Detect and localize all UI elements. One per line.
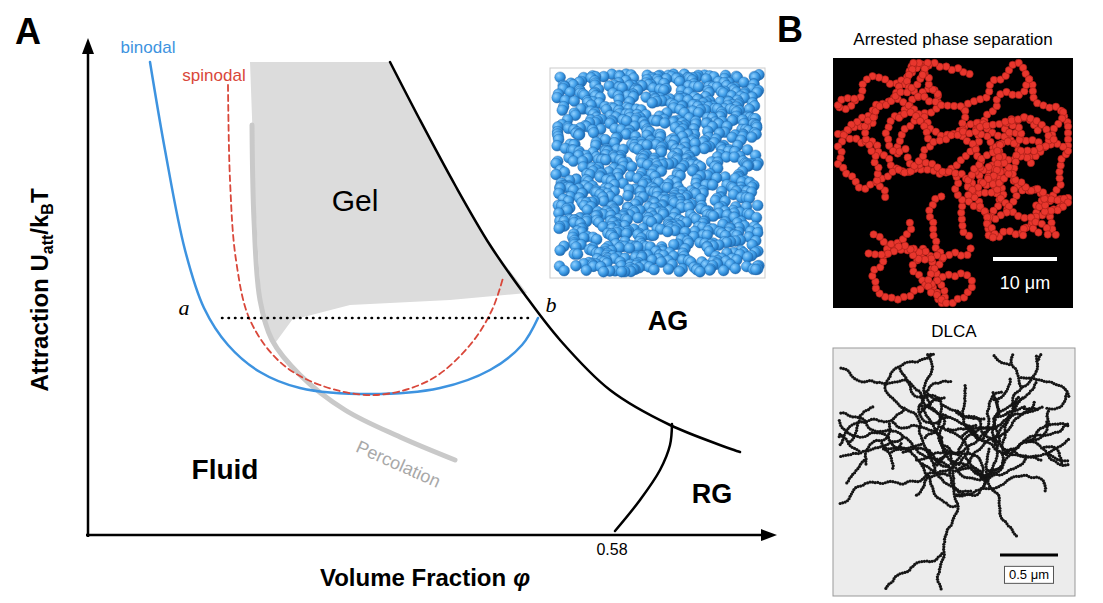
micrograph-panel: DLCA0.5 μm bbox=[833, 348, 1075, 596]
y-axis bbox=[87, 50, 90, 537]
colloid-particle bbox=[968, 277, 975, 284]
sphere bbox=[663, 264, 674, 275]
sphere bbox=[559, 265, 570, 276]
sphere bbox=[623, 190, 634, 201]
sphere bbox=[742, 252, 753, 263]
sphere bbox=[616, 266, 627, 277]
panel-letter: A bbox=[15, 12, 41, 52]
colloid-particle bbox=[989, 234, 996, 241]
region-label: RG bbox=[692, 480, 733, 510]
sphere bbox=[633, 212, 644, 223]
aggregate-particle bbox=[1039, 458, 1042, 461]
panel-title: Arrested phase separation bbox=[833, 31, 1073, 50]
colloid-particle bbox=[1035, 229, 1042, 236]
curve-label: spinodal bbox=[182, 67, 245, 86]
x-axis bbox=[86, 534, 765, 537]
sphere bbox=[571, 260, 582, 271]
sphere bbox=[572, 249, 583, 260]
colloid-particle bbox=[902, 145, 909, 152]
sphere bbox=[626, 161, 637, 172]
sphere bbox=[718, 265, 729, 276]
axis-arrowhead bbox=[761, 529, 777, 541]
scale-label: 10 μm bbox=[1000, 274, 1050, 294]
gel-area bbox=[250, 62, 527, 346]
subscript: B bbox=[39, 203, 56, 215]
micrograph-ground bbox=[833, 58, 1073, 308]
colloid-particle bbox=[906, 219, 913, 226]
sphere bbox=[598, 266, 609, 277]
sphere bbox=[588, 127, 599, 138]
point-label: b bbox=[546, 293, 557, 317]
axis-title-part: Volume Fraction bbox=[320, 564, 506, 591]
sphere bbox=[574, 129, 585, 140]
sphere bbox=[557, 105, 568, 116]
colloid-particle bbox=[1052, 231, 1059, 238]
axis-title-part: Attraction U bbox=[26, 254, 53, 391]
subscript: att bbox=[39, 235, 56, 255]
axis-title-part: /k bbox=[26, 215, 53, 235]
sphere bbox=[752, 200, 763, 211]
sphere bbox=[659, 118, 670, 129]
micrograph-ground bbox=[833, 348, 1075, 596]
colloid-particle bbox=[1026, 76, 1033, 83]
sphere bbox=[662, 226, 673, 237]
colloid-particle bbox=[1044, 231, 1051, 238]
axis-title: Attraction Uatt/kBT bbox=[27, 188, 57, 391]
gel-region: Gel bbox=[248, 60, 548, 360]
sphere bbox=[555, 245, 566, 256]
colloid-particle bbox=[1050, 136, 1057, 143]
sphere bbox=[674, 266, 685, 277]
sphere bbox=[751, 264, 762, 275]
axis-title-part: T bbox=[26, 188, 53, 203]
region-label: Fluid bbox=[192, 455, 259, 486]
point-label: a bbox=[179, 296, 190, 320]
sphere bbox=[647, 98, 658, 109]
aggregate-particle bbox=[1033, 401, 1036, 404]
axis-title: Volume Fraction φ bbox=[320, 565, 530, 591]
node-shape bbox=[248, 60, 548, 360]
colloid-particle bbox=[919, 71, 926, 78]
colloid-particle bbox=[870, 231, 877, 238]
sphere bbox=[707, 180, 718, 191]
sphere bbox=[746, 132, 757, 143]
sphere bbox=[730, 263, 741, 274]
snapshot-frame bbox=[550, 68, 765, 278]
colloid-particle bbox=[851, 95, 858, 102]
axis-arrowhead bbox=[82, 38, 94, 54]
region-label: AG bbox=[648, 307, 689, 337]
micrograph-panel: Arrested phase separation10 μm bbox=[833, 58, 1073, 308]
node-shape bbox=[833, 348, 1075, 596]
axis-title-part: φ bbox=[513, 564, 530, 591]
sphere bbox=[581, 265, 592, 276]
simulation-snapshot bbox=[550, 68, 765, 278]
sphere bbox=[649, 264, 660, 275]
sphere bbox=[554, 223, 565, 234]
colloid-particle bbox=[865, 250, 872, 257]
panel-letter: B bbox=[777, 10, 803, 50]
node-shape bbox=[833, 58, 1073, 308]
sphere bbox=[695, 266, 706, 277]
colloid-particle bbox=[1025, 76, 1032, 83]
sphere bbox=[704, 265, 715, 276]
sphere bbox=[648, 230, 659, 241]
curve-label: Percolation bbox=[353, 438, 443, 493]
tick-label: 0.58 bbox=[596, 541, 627, 559]
region-label: Gel bbox=[332, 184, 379, 217]
curve-label: binodal bbox=[121, 39, 176, 58]
colloid-particle bbox=[1019, 232, 1026, 239]
scale-bar bbox=[993, 257, 1057, 261]
